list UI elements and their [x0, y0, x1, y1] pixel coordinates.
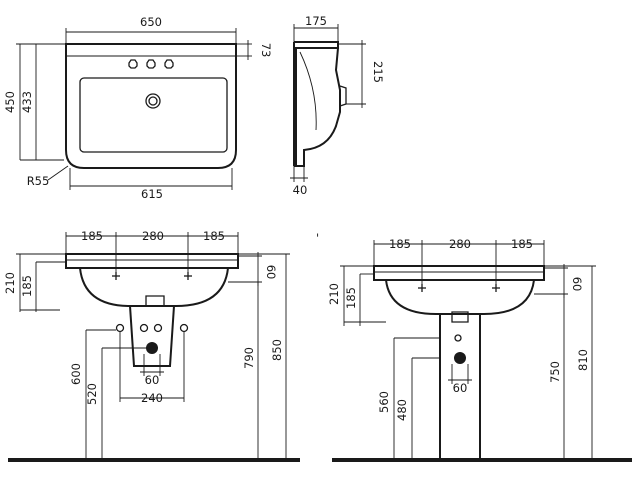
dim-thickness-40: 40 [293, 183, 308, 197]
dim-ledge-73: 73 [259, 43, 273, 58]
dim-wall-bracket-240: 240 [141, 391, 163, 405]
pedestal-front-view: 185 280 185 210 185 560 480 60 60 750 [327, 237, 632, 462]
dim-wall-inner-185: 185 [20, 275, 34, 297]
dim-wall-right-185: 185 [203, 229, 225, 243]
drain-outer [145, 93, 161, 109]
dim-inner-depth-433: 433 [20, 91, 34, 113]
dim-ped-waste-width-60: 60 [453, 381, 468, 395]
stray-mark: ' [316, 231, 319, 245]
dim-radius-r55: R55 [27, 174, 50, 188]
top-plan-view: 650 73 450 433 R55 615 [3, 15, 273, 201]
drain-inner [148, 96, 158, 106]
dim-ped-left-185: 185 [389, 237, 411, 251]
dim-width-650: 650 [140, 15, 162, 29]
dim-wall-left-185: 185 [81, 229, 103, 243]
dim-wall-rim-850: 850 [270, 339, 284, 361]
dim-ped-rim-810: 810 [576, 349, 590, 371]
dim-ped-outlet-560: 560 [377, 391, 391, 413]
dim-wall-basin-210: 210 [3, 272, 17, 294]
dim-side-depth-175: 175 [305, 14, 327, 28]
dim-ped-middle-280: 280 [449, 237, 471, 251]
dim-ped-rim-60: 60 [570, 277, 584, 292]
dim-wall-waste-width-60: 60 [145, 373, 160, 387]
side-view: 175 215 40 [290, 14, 385, 197]
tap-holes [128, 59, 174, 69]
dim-front-width-615: 615 [141, 187, 163, 201]
dim-ped-underside-750: 750 [548, 361, 562, 383]
dim-depth-450: 450 [3, 91, 17, 113]
wall-hung-front-view: 185 280 185 210 185 600 520 60 240 [3, 229, 300, 462]
dim-wall-underside-790: 790 [242, 347, 256, 369]
dim-ped-waste-480: 480 [395, 399, 409, 421]
dim-wall-outlet-600: 600 [69, 363, 83, 385]
dim-overflow-215: 215 [371, 61, 385, 83]
dim-wall-middle-280: 280 [142, 229, 164, 243]
dim-ped-inner-185: 185 [344, 287, 358, 309]
dim-ped-basin-210: 210 [327, 283, 341, 305]
dim-wall-rim-60: 60 [264, 265, 278, 280]
dim-ped-right-185: 185 [511, 237, 533, 251]
dim-wall-waste-520: 520 [85, 383, 99, 405]
